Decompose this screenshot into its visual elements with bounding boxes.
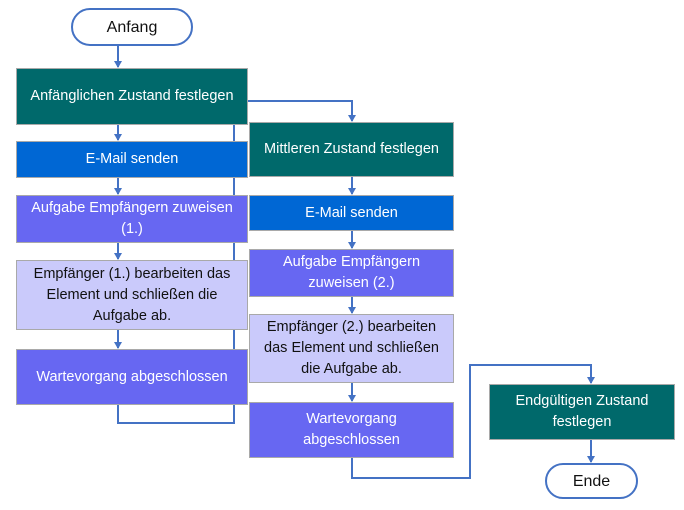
step-label: E-Mail senden <box>305 204 398 221</box>
step-label: Wartevorgang abgeschlossen <box>303 411 400 448</box>
step-label: Aufgabe Empfängern zuweisen (1.) <box>31 200 233 237</box>
step-label: E-Mail senden <box>85 151 179 167</box>
step-label: Mittleren Zustand festlegen <box>264 141 439 157</box>
start-label: Anfang <box>106 18 158 36</box>
step-recipients-complete-1: Empfänger (1.) bearbeiten das Element un… <box>16 260 248 330</box>
step-label: Empfänger (1.) bearbeiten das Element un… <box>33 265 231 324</box>
step-label: Wartevorgang abgeschlossen <box>36 368 228 385</box>
step-wait-complete-2: Wartevorgang abgeschlossen <box>249 402 454 458</box>
step-set-initial-state: Anfänglichen Zustand festlegen <box>16 68 248 125</box>
step-send-email-2: E-Mail senden <box>249 195 454 231</box>
end-terminal: Ende <box>545 463 638 499</box>
step-label: Empfänger (2.) bearbeiten das Element un… <box>264 319 439 377</box>
step-set-final-state: Endgültigen Zustand festlegen <box>489 384 675 440</box>
step-label: Endgültigen Zustand festlegen <box>515 393 649 430</box>
step-send-email-1: E-Mail senden <box>16 141 248 178</box>
end-label: Ende <box>572 472 611 490</box>
step-assign-task-2: Aufgabe Empfängern zuweisen (2.) <box>249 249 454 297</box>
start-terminal: Anfang <box>71 8 193 46</box>
step-label: Aufgabe Empfängern zuweisen (2.) <box>282 254 421 291</box>
step-wait-complete-1: Wartevorgang abgeschlossen <box>16 349 248 405</box>
step-assign-task-1: Aufgabe Empfängern zuweisen (1.) <box>16 195 248 243</box>
arrow <box>351 364 595 479</box>
step-label: Anfänglichen Zustand festlegen <box>30 88 234 104</box>
step-set-middle-state: Mittleren Zustand festlegen <box>249 122 454 177</box>
step-recipients-complete-2: Empfänger (2.) bearbeiten das Element un… <box>249 314 454 383</box>
